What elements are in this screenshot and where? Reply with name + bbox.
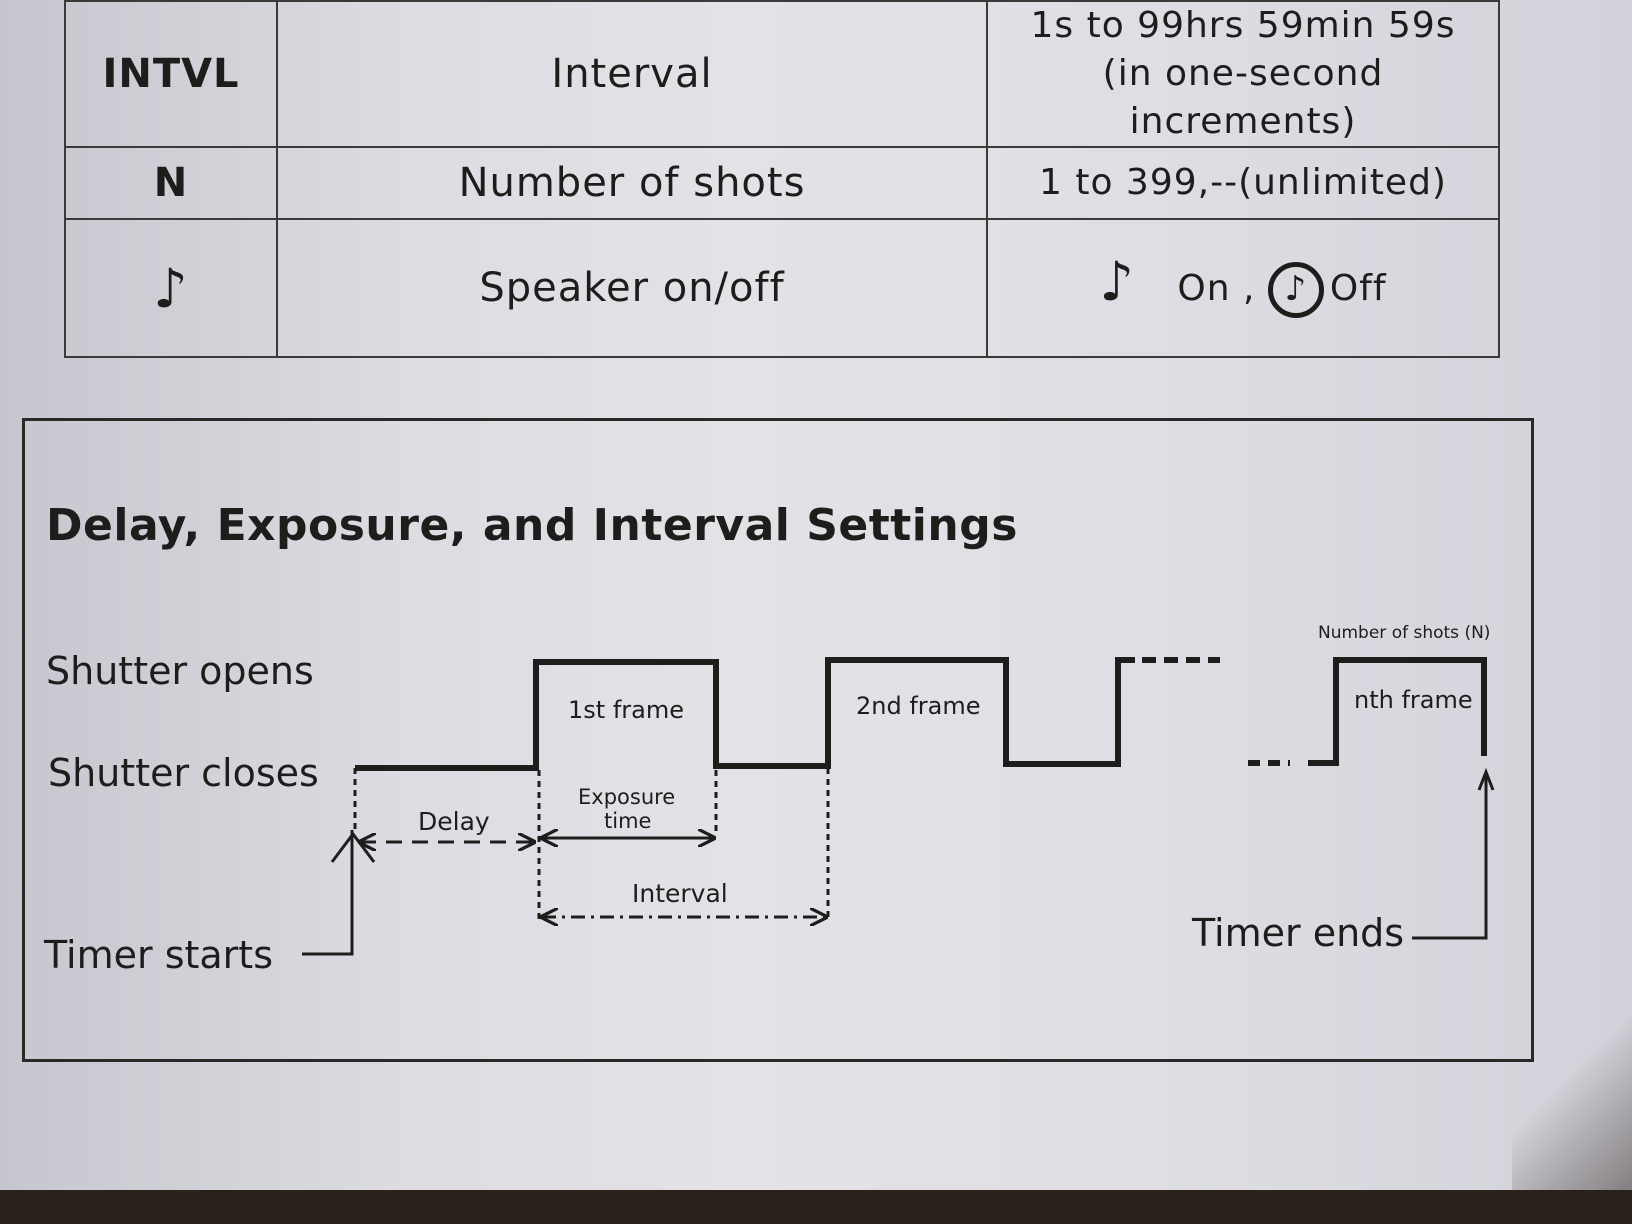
frame-label: 1st frame [568, 696, 684, 724]
timer-end-connector [1412, 776, 1488, 940]
setting-range: 1 to 399,--(unlimited) [986, 146, 1500, 220]
setting-key: N [64, 146, 278, 220]
interval-label: Interval [632, 879, 728, 908]
setting-range: ♪ On , ♪Off [986, 218, 1500, 358]
frame-label: nth frame [1354, 686, 1473, 714]
note-icon: ♪ [153, 256, 189, 320]
table-row: INTVL Interval 1s to 99hrs 59min 59s (in… [64, 0, 1500, 148]
shutter-waveform [355, 657, 1135, 771]
setting-range-line: (in one-second increments) [1102, 53, 1384, 142]
diagram-box [22, 418, 1534, 1062]
timer-start-connector [302, 830, 354, 956]
setting-name: Speaker on/off [276, 218, 988, 358]
timer-end-arrowhead [1477, 767, 1495, 791]
speaker-on-label: On , [1177, 268, 1256, 309]
settings-table: INTVL Interval 1s to 99hrs 59min 59s (in… [64, 0, 1500, 358]
setting-range-line: 1s to 99hrs 59min 59s [1030, 5, 1456, 46]
shutter-closes-label: Shutter closes [48, 751, 319, 795]
timer-ends-label: Timer ends [1191, 911, 1404, 955]
diagram-title: Delay, Exposure, and Interval Settings [46, 500, 1018, 551]
setting-name: Interval [276, 0, 988, 148]
timer-starts-label: Timer starts [43, 933, 273, 977]
exposure-label: time [604, 809, 651, 833]
note-off-icon: ♪ [1267, 262, 1324, 318]
note-icon: ♪ [1099, 250, 1135, 313]
exposure-label: Exposure [578, 785, 675, 809]
table-row: ♪ Speaker on/off ♪ On , ♪Off [64, 218, 1500, 358]
frame-label: 2nd frame [856, 692, 981, 720]
setting-name: Number of shots [276, 146, 988, 220]
speaker-off-label: Off [1329, 268, 1387, 309]
shutter-opens-label: Shutter opens [46, 649, 314, 693]
setting-key: INTVL [64, 0, 278, 148]
table-row: N Number of shots 1 to 399,--(unlimited) [64, 146, 1500, 220]
shutter-waveform-nth [1308, 657, 1487, 766]
setting-key: ♪ [64, 218, 278, 358]
number-of-shots-label: Number of shots (N) [1318, 623, 1490, 643]
delay-label: Delay [418, 807, 490, 836]
timer-start-arrowhead [330, 831, 376, 863]
setting-range: 1s to 99hrs 59min 59s (in one-second inc… [986, 0, 1500, 148]
